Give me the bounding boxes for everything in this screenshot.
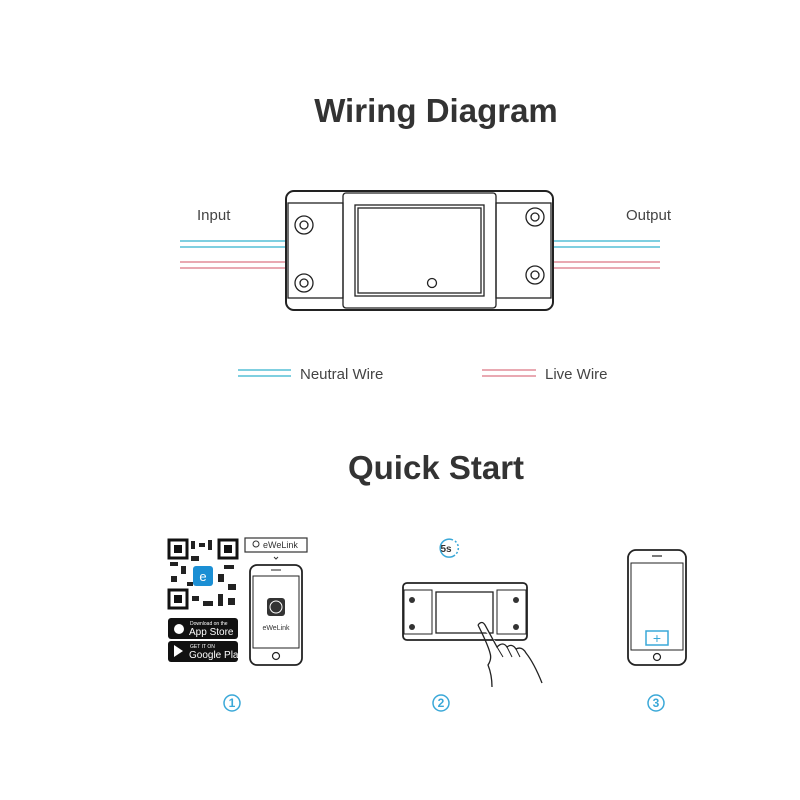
google-play-big-text: Google Play — [189, 650, 243, 661]
google-play-icon — [174, 645, 183, 657]
step-number-circle — [223, 694, 241, 712]
google-play-badge: GET IT ON Google Play — [168, 641, 243, 662]
search-label: eWeLink — [263, 540, 298, 550]
app-store-badge: Download on the App Store — [168, 618, 238, 639]
step-1: e eWeLink eWeLink Download on the App St… — [167, 537, 308, 712]
phone-add-device: + — [627, 549, 687, 666]
legend-live-wire: Live Wire — [482, 366, 608, 383]
timer-label: 5s — [440, 544, 452, 555]
apple-icon — [174, 624, 184, 634]
output-wires — [553, 240, 660, 269]
step-3: + 3 — [627, 549, 687, 712]
app-store-big-text: App Store — [189, 627, 234, 638]
quick-start-title: Quick Start — [348, 449, 524, 486]
app-name: eWeLink — [262, 625, 290, 632]
step-number-circle — [647, 694, 665, 712]
step-2: 5s 2 — [402, 538, 543, 712]
output-label: Output — [626, 207, 672, 224]
wiring-diagram-title: Wiring Diagram — [314, 92, 558, 129]
step-2-number: 2 — [438, 696, 445, 710]
smart-switch-device — [285, 190, 554, 311]
plus-icon: + — [653, 630, 661, 646]
add-button — [645, 630, 669, 646]
google-play-small-text: GET IT ON — [190, 644, 215, 650]
app-store-small-text: Download on the — [190, 621, 228, 627]
phone-with-app: eWeLink — [249, 564, 303, 666]
search-box: eWeLink — [244, 537, 308, 560]
step-1-number: 1 — [229, 696, 236, 710]
qr-code: e — [167, 538, 239, 610]
hand-icon — [477, 621, 543, 688]
neutral-wire-label: Neutral Wire — [300, 366, 383, 383]
step-number-circle — [432, 694, 450, 712]
search-icon — [252, 540, 260, 548]
input-wires — [180, 240, 287, 269]
legend-neutral-wire: Neutral Wire — [238, 366, 383, 383]
timer-icon: 5s — [439, 538, 460, 558]
qr-logo-letter: e — [199, 569, 206, 584]
step-3-number: 3 — [653, 696, 660, 710]
live-wire-label: Live Wire — [545, 366, 608, 383]
device-press-button — [402, 582, 528, 641]
screw-icon — [294, 207, 545, 293]
input-label: Input — [197, 207, 231, 224]
chevron-down-icon — [273, 556, 279, 560]
